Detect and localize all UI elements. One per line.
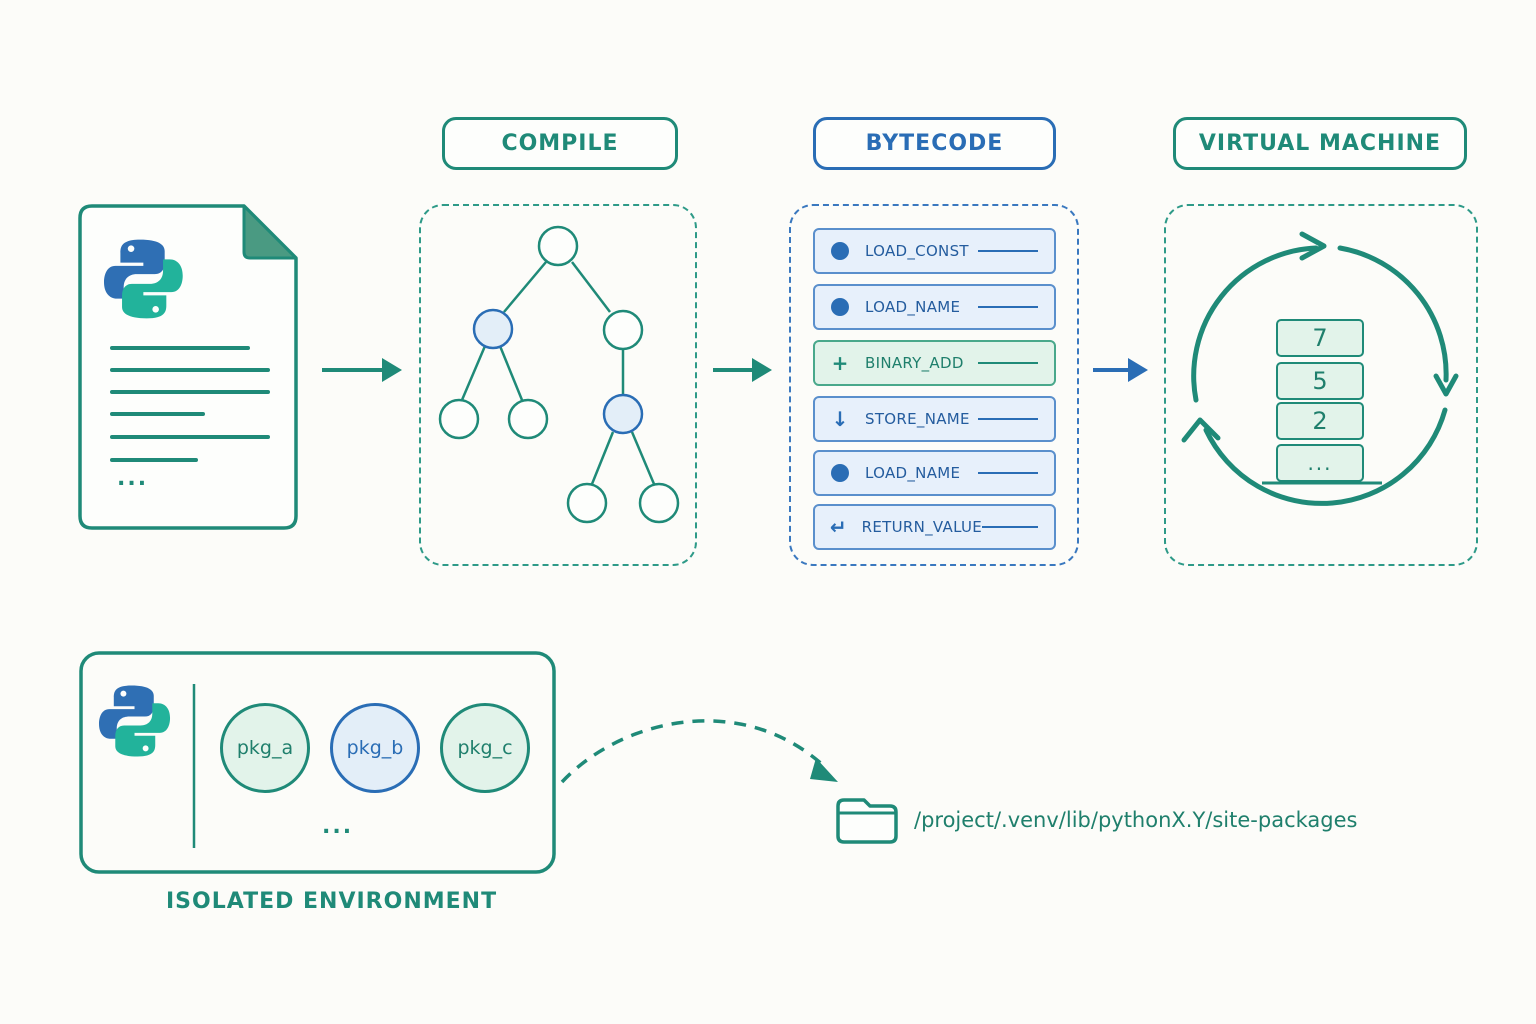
dot-icon	[815, 298, 865, 316]
bytecode-operand-line	[978, 250, 1038, 252]
bytecode-row: + BINARY_ADD	[813, 340, 1056, 386]
ast-tree-nodes	[438, 225, 680, 524]
package-circle: pkg_c	[440, 703, 530, 793]
source-file-document	[78, 204, 298, 530]
bytecode-op: LOAD_CONST	[865, 242, 969, 260]
environment-caption: ISOLATED ENVIRONMENT	[166, 889, 498, 914]
arrow-bytecode-to-vm	[1093, 358, 1148, 382]
vm-cycle-icon	[1181, 231, 1459, 506]
stage-label-bytecode: BYTECODE	[813, 117, 1056, 170]
arrow-down-icon: ↓	[831, 407, 849, 431]
stage-label-virtual-machine: VIRTUAL MACHINE	[1173, 117, 1467, 170]
bytecode-operand-line	[978, 472, 1038, 474]
bytecode-op: RETURN_VALUE	[861, 518, 983, 536]
bytecode-row: ↵ RETURN_VALUE	[813, 504, 1056, 550]
bytecode-row: LOAD_NAME	[813, 284, 1056, 330]
dot-icon	[815, 242, 865, 260]
site-packages-path: /project/.venv/lib/pythonX.Y/site-packag…	[914, 808, 1358, 832]
environment-ellipsis: ...	[322, 814, 354, 839]
source-file-ellipsis: ...	[117, 466, 149, 491]
arrow-file-to-compile	[322, 358, 402, 382]
python-logo-icon	[99, 685, 171, 757]
plus-icon: +	[831, 351, 849, 375]
python-logo-icon	[104, 239, 183, 319]
folder-icon	[836, 798, 898, 844]
compile-panel	[419, 204, 697, 566]
arrow-compile-to-bytecode	[713, 358, 772, 382]
bytecode-panel	[789, 204, 1079, 566]
bytecode-operand-line	[978, 362, 1038, 364]
vm-stack-cell: 2	[1276, 402, 1364, 440]
vm-stack-cell: ...	[1276, 444, 1364, 482]
ast-node	[507, 398, 549, 440]
dot-icon	[815, 464, 865, 482]
package-circle: pkg_b	[330, 703, 420, 793]
ast-node	[537, 225, 579, 267]
bytecode-op: BINARY_ADD	[865, 354, 964, 372]
ast-node	[638, 482, 680, 524]
bytecode-row: LOAD_NAME	[813, 450, 1056, 496]
bytecode-operand-line	[982, 526, 1038, 528]
bytecode-op: STORE_NAME	[865, 410, 970, 428]
vm-stack-cell: 5	[1276, 362, 1364, 400]
arrow-env-to-site-packages	[560, 719, 838, 784]
ast-node	[566, 482, 608, 524]
ast-node	[438, 398, 480, 440]
bytecode-operand-line	[978, 418, 1038, 420]
package-circle: pkg_a	[220, 703, 310, 793]
bytecode-op: LOAD_NAME	[865, 298, 961, 316]
ast-node	[602, 393, 644, 435]
vm-panel	[1164, 204, 1478, 566]
vm-stack-cell: 7	[1276, 319, 1364, 357]
bytecode-op: LOAD_NAME	[865, 464, 961, 482]
code-lines	[110, 346, 270, 462]
environment-box	[79, 651, 556, 874]
ast-node	[472, 308, 514, 350]
stage-label-compile: COMPILE	[442, 117, 678, 170]
bytecode-row: LOAD_CONST	[813, 228, 1056, 274]
ast-node	[602, 309, 644, 351]
bytecode-operand-line	[978, 306, 1038, 308]
bytecode-row: ↓ STORE_NAME	[813, 396, 1056, 442]
ast-tree-edges	[460, 261, 656, 485]
return-icon: ↵	[829, 515, 847, 539]
